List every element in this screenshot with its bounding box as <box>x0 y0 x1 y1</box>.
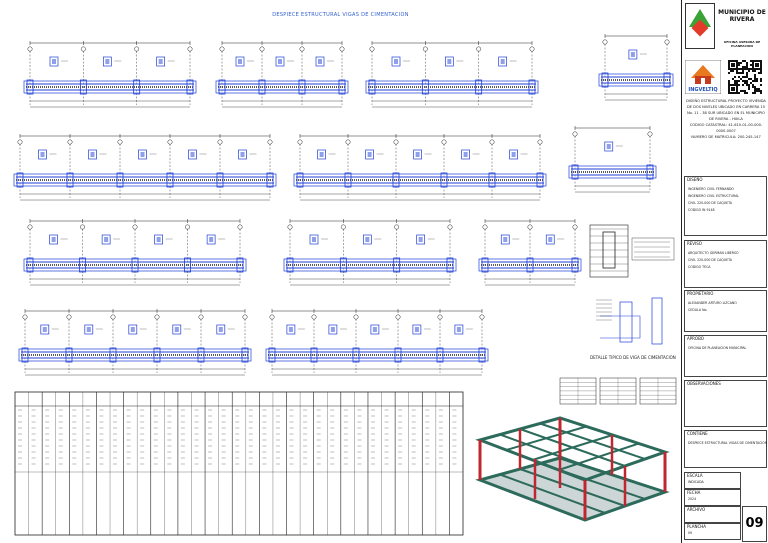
structure-3d-view <box>475 416 670 522</box>
sheet-number: 09 <box>742 506 767 542</box>
title-block-section: DISEÑO INGENIERO CIVIL FERNANDO INGENIERO … <box>684 176 767 236</box>
section-label: PROPIETARIO <box>687 291 714 296</box>
section-line: CODIGO TECA <box>688 265 711 269</box>
title-block-section: OBSERVACIONES <box>684 380 767 427</box>
brand-name: INGVELTIQ <box>688 87 717 93</box>
beam-section-detail: DETALLE TIPICO DE VIGA DE CIMENTACION <box>589 224 676 360</box>
beam-elevation-8 <box>23 219 247 286</box>
beam-elevation-6 <box>293 134 547 201</box>
beam-elevation-1 <box>23 41 197 108</box>
beam-elevation-4 <box>598 34 674 101</box>
footer-field: ARCHIVO <box>684 506 741 523</box>
rebar-schedule-table <box>14 391 464 536</box>
section-line: CODIGO IN 9148 <box>688 208 715 212</box>
section-line: INGENIERO CIVIL FERNANDO <box>688 187 734 191</box>
beam-elevation-2 <box>215 41 349 108</box>
beam-elevation-3 <box>365 41 539 108</box>
beam-elevation-7 <box>568 126 657 193</box>
municipality-name: MUNICIPIO DE RIVERA <box>718 9 766 23</box>
section-line: ALEXANDER ARTURO LIZCANO <box>688 301 737 305</box>
qr-code <box>728 60 762 94</box>
title-block-section: REVISO ARQUITECTO GERMAN LIBERSO CIVIL 220… <box>684 240 767 288</box>
project-description: DISEÑO ESTRUCTURAL PROYECTO VIVIENDA DE … <box>686 99 766 139</box>
section-line: CIVIL 220-000 DE CAQUETA <box>688 201 732 205</box>
beam-elevation-11 <box>18 309 252 376</box>
brand-logo: INGVELTIQ <box>685 60 721 94</box>
section-label: REVISO <box>687 241 702 246</box>
section-line: CIVIL 220-000 DE CAQUETA <box>688 258 732 262</box>
beam-elevation-5 <box>13 134 277 201</box>
drawing-canvas: DETALLE TIPICO DE VIGA DE CIMENTACION <box>13 34 677 536</box>
title-block-section: PROPIETARIO ALEXANDER ARTURO LIZCANO CEDUL… <box>684 290 767 332</box>
office-name: OFICINA ASESORA DE PLANEACION <box>723 40 761 48</box>
detail-caption: DETALLE TIPICO DE VIGA DE CIMENTACION <box>590 355 676 360</box>
section-line: INGENIERO CIVIL ESTRUCTURAL <box>688 194 740 198</box>
section-line: CEDULA No. <box>688 308 708 312</box>
quantity-tables <box>559 377 677 405</box>
section-line: ARQUITECTO GERMAN LIBERSO <box>688 251 739 255</box>
section-label: CONTIENE <box>687 431 708 436</box>
section-label: DISEÑO <box>687 177 703 182</box>
beam-elevation-9 <box>283 219 457 286</box>
municipality-logo <box>685 3 715 49</box>
sheet-title: DESPIECE ESTRUCTURAL VIGAS DE CIMENTACIO… <box>272 12 409 18</box>
section-line: OFICINA DE PLANEACION MUNICIPAL <box>688 346 747 350</box>
title-block: MUNICIPIO DE RIVERA OFICINA ASESORA DE P… <box>681 0 768 543</box>
section-label: APROBO <box>687 336 704 341</box>
section-line: DESPIECE ESTRUCTURAL VIGAS DE CIMENTACIO… <box>688 441 768 445</box>
beam-elevation-10 <box>478 219 582 286</box>
section-label: OBSERVACIONES <box>687 381 721 386</box>
title-block-section: APROBO OFICINA DE PLANEACION MUNICIPAL <box>684 335 767 377</box>
title-block-section: CONTIENE DESPIECE ESTRUCTURAL VIGAS DE CI… <box>684 430 767 468</box>
beam-elevation-12 <box>265 309 489 376</box>
